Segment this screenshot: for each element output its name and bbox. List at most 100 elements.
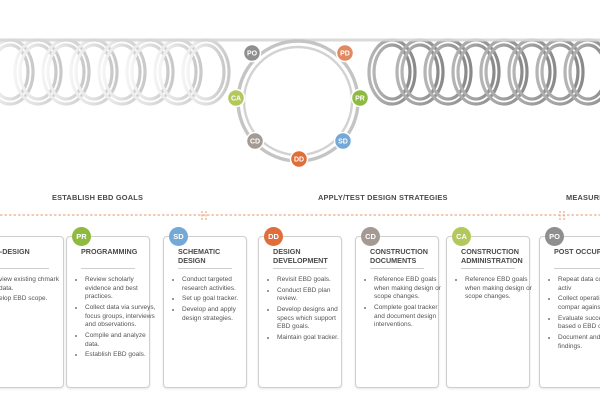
coil-loop [181, 38, 231, 106]
cycle-node-pr: PR [350, 88, 370, 108]
cycle-node-pd: PD [335, 43, 355, 63]
cycle-node-label: PD [340, 51, 350, 58]
bullet-item: Collect operati data to compar against b… [558, 295, 600, 312]
bullet-item: Revisit EBD goals. [277, 276, 350, 285]
phase-card-title: E-DESIGN [0, 247, 30, 256]
coil-loop [46, 43, 86, 101]
phase-badge-cd: CD [361, 227, 380, 246]
coil-loop [158, 43, 198, 101]
bullet-item: Compile and analyze data. [85, 332, 158, 349]
coil-loop [0, 43, 30, 101]
phase-card-bullets: Repeat data collection activCollect oper… [549, 276, 600, 354]
bullet-item: Maintain goal tracker. [277, 334, 350, 343]
bullet-item: Repeat data collection activ [558, 276, 600, 293]
phase-card-title: DESIGN DEVELOPMENT [273, 247, 328, 265]
cycle-node-label: CD [250, 139, 260, 146]
cycle-node-po: PO [242, 43, 262, 63]
cycle-node-dd: DD [289, 149, 309, 169]
coil-loop [102, 43, 142, 101]
coil-loop [74, 43, 114, 101]
coil-loop [18, 43, 58, 101]
ebd-cycle-coil-graphic: PD PR SD DD CD CA PO [0, 38, 600, 169]
phase-badge-po: PO [545, 227, 564, 246]
card-divider [0, 268, 49, 269]
phase-card-bullets: Reference EBD goals when making design o… [365, 276, 447, 332]
phase-card-bullets: view existing chmark data. elop EBD scope… [0, 276, 72, 306]
phase-label-apply-test: APPLY/TEST DESIGN STRATEGIES [318, 193, 448, 202]
cycle-node-circle [333, 131, 353, 151]
bullet-item: Conduct targeted research activities. [182, 276, 255, 293]
coil-loop [512, 43, 552, 101]
phase-badge-pr: PR [72, 227, 91, 246]
cycle-node-circle [289, 149, 309, 169]
cycle-node-ca: CA [226, 88, 246, 108]
coil-loop [130, 43, 170, 101]
right-coil-spring [367, 38, 600, 106]
coil-loop [372, 43, 412, 101]
bullet-item: Evaluate succe design based o EBD outcom… [558, 315, 600, 332]
card-divider [461, 268, 515, 269]
cycle-node-cd: CD [245, 131, 265, 151]
cycle-node-circle [245, 131, 265, 151]
bullet-item: Review scholarly evidence and best pract… [85, 276, 158, 302]
card-divider [370, 268, 424, 269]
bullet-item: Document and share findings. [558, 334, 600, 351]
coil-loop [568, 43, 600, 101]
coil-loop [484, 43, 524, 101]
phase-card-bullets: Revisit EBD goals. Conduct EBD plan revie… [268, 276, 350, 345]
card-divider [178, 268, 232, 269]
coil-loop [456, 43, 496, 101]
coil-loop [186, 43, 226, 101]
bullet-item: Collect data via surveys, focus groups, … [85, 304, 158, 330]
cycle-node-label: CA [231, 96, 241, 103]
bullet-item: Set up goal tracker. [182, 295, 255, 304]
cycle-node-sd: SD [333, 131, 353, 151]
bullet-item: Develop and apply design strategies. [182, 306, 255, 323]
cycle-node-circle [350, 88, 370, 108]
bullet-item: Reference EBD goals when making design o… [374, 276, 447, 302]
cycle-node-circle [242, 43, 262, 63]
coil-loop [400, 43, 440, 101]
phase-card: E-DESIGNview existing chmark data.elop E… [0, 236, 64, 388]
phase-card-bullets: Reference EBD goals when making design o… [456, 276, 538, 304]
bullet-item: Reference EBD goals when making design o… [465, 276, 538, 302]
phase-card-bullets: Conduct targeted research activities. Set… [173, 276, 255, 326]
phase-label-measure: MEASURE [566, 193, 600, 202]
phase-card-title: CONSTRUCTION DOCUMENTS [370, 247, 428, 265]
cycle-node-label: PO [247, 51, 258, 58]
coil-loop [540, 43, 580, 101]
coil-loop [428, 43, 468, 101]
bullet-item: elop EBD scope. [0, 295, 72, 304]
cycle-nodes: PD PR SD DD CD CA PO [226, 43, 370, 169]
phase-card-title: CONSTRUCTION ADMINISTRATION [461, 247, 523, 265]
phase-badge-dd: DD [264, 227, 283, 246]
left-coil-spring [0, 38, 231, 106]
bullet-item: Establish EBD goals. [85, 351, 158, 360]
cycle-node-label: PR [355, 96, 365, 103]
card-divider [273, 268, 327, 269]
phase-card-title: PROGRAMMING [81, 247, 138, 256]
card-divider [81, 268, 135, 269]
phase-card-title: POST OCCUPANCY [554, 247, 600, 256]
phase-badge-ca: CA [452, 227, 471, 246]
cycle-node-circle [335, 43, 355, 63]
phase-badge-sd: SD [169, 227, 188, 246]
phase-card-title: SCHEMATIC DESIGN [178, 247, 221, 265]
card-divider [554, 268, 600, 269]
cycle-node-label: DD [294, 157, 304, 164]
bullet-item: Develop designs and specs which support … [277, 306, 350, 332]
phase-divider [0, 211, 600, 221]
cycle-node-label: SD [338, 139, 348, 146]
bullet-item: view existing chmark data. [0, 276, 72, 293]
phase-card-bullets: Review scholarly evidence and best pract… [76, 276, 158, 362]
phase-label-establish: ESTABLISH EBD GOALS [52, 193, 144, 202]
cycle-node-circle [226, 88, 246, 108]
bullet-item: Complete goal tracker and document desig… [374, 304, 447, 330]
bullet-item: Conduct EBD plan review. [277, 287, 350, 304]
